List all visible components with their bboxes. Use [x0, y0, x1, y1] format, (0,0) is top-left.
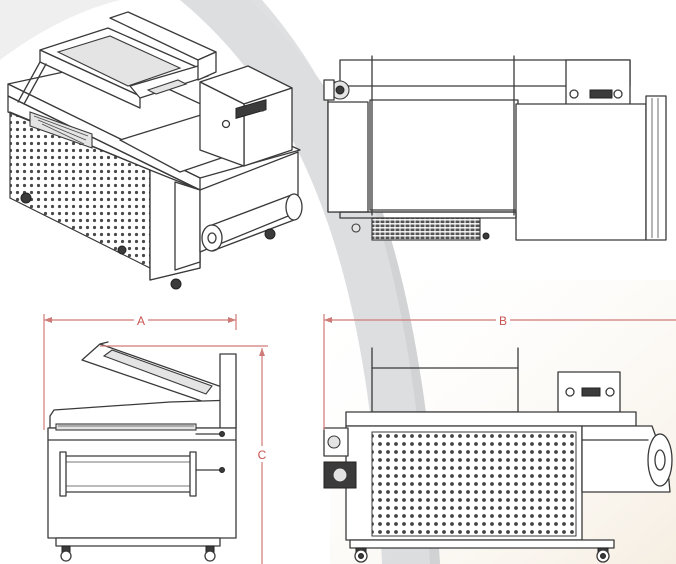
dimension-b: B	[323, 312, 676, 430]
caster-wheels-front	[354, 547, 610, 563]
dimension-a: A	[43, 312, 237, 430]
front-view	[323, 347, 673, 563]
side-view	[47, 341, 237, 562]
caster-wheels-side	[60, 545, 216, 562]
dimension-c: C	[100, 345, 271, 564]
dimension-a-label: A	[137, 314, 145, 328]
top-view	[323, 55, 667, 241]
dimension-c-label: C	[258, 448, 267, 462]
dimension-b-label: B	[499, 314, 507, 328]
isometric-view	[7, 11, 303, 290]
caster-wheels	[20, 192, 276, 290]
